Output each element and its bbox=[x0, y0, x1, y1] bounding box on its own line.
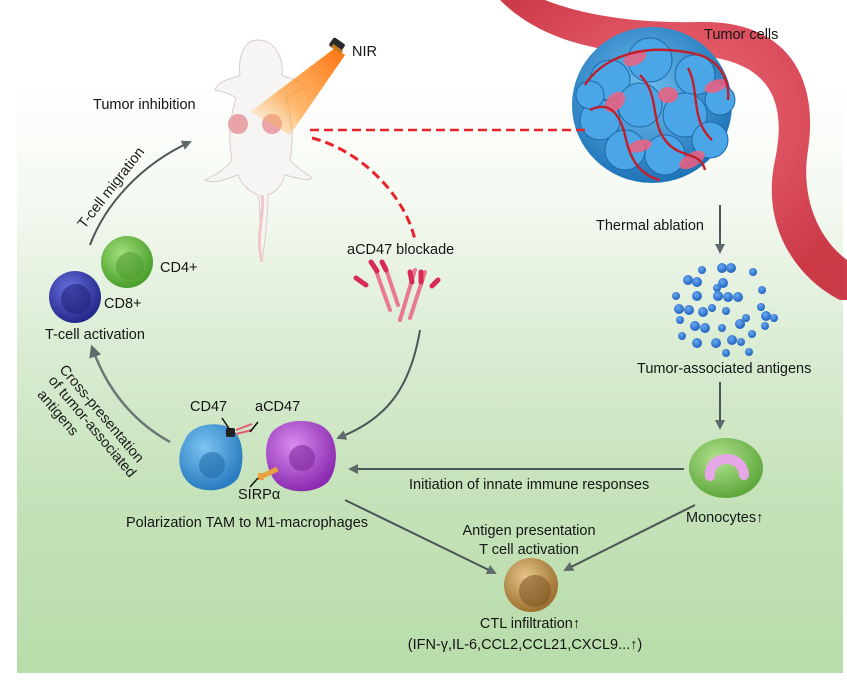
cd8-cell-icon bbox=[49, 271, 101, 323]
sirpa-label: SIRPα bbox=[238, 487, 281, 503]
cd4-cell-icon bbox=[101, 236, 153, 288]
sirpa-receptor-icon bbox=[258, 466, 279, 480]
arrow-blockade-to-macrophage bbox=[336, 329, 421, 440]
thermal-ablation-label: Thermal ablation bbox=[596, 218, 704, 234]
arrow-monocyte-to-ctl bbox=[563, 504, 696, 571]
cd47-label: CD47 bbox=[190, 399, 228, 415]
tumor-inhibition-label: Tumor inhibition bbox=[93, 97, 196, 113]
polarization-label: Polarization TAM to M1-macrophages bbox=[126, 515, 369, 531]
sirpa-pointer bbox=[249, 477, 259, 488]
cd8-label: CD8+ bbox=[104, 296, 142, 312]
cd47-receptor-icon bbox=[226, 428, 235, 437]
tam-cell-icon bbox=[179, 424, 243, 491]
t-cell-activation-label: T-cell activation bbox=[45, 327, 145, 343]
nir-label: NIR bbox=[352, 44, 377, 60]
monocyte-cell-icon bbox=[689, 438, 763, 498]
arrow-cross-presentation bbox=[89, 344, 171, 444]
tumor-cells-label: Tumor cells bbox=[704, 27, 779, 43]
nir-laser-icon bbox=[329, 37, 345, 55]
t-cell-activation-2-label: T cell activation bbox=[479, 542, 579, 558]
antigen-cluster-icon bbox=[672, 263, 778, 357]
dashed-link-mouse-to-antibody bbox=[311, 136, 417, 241]
nir-beam bbox=[250, 48, 345, 135]
ctl-infiltration-label: CTL infiltration↑ bbox=[479, 616, 581, 632]
monocytes-label: Monocytes↑ bbox=[686, 510, 764, 526]
cd47-pointer bbox=[221, 417, 231, 431]
acd47-antibody-icon bbox=[353, 259, 441, 322]
acd47-bound-icon bbox=[235, 423, 253, 435]
cd4-label: CD4+ bbox=[160, 260, 198, 276]
acd47-pointer bbox=[249, 421, 259, 433]
m1-macrophage-icon bbox=[266, 420, 336, 492]
blood-vessel bbox=[500, 0, 847, 300]
ctl-cell-icon bbox=[504, 558, 558, 612]
cytokines-label: (IFN-γ,IL-6,CCL2,CCL21,CXCL9...↑) bbox=[407, 637, 643, 653]
mouse-icon bbox=[203, 39, 313, 263]
acd47-label: aCD47 bbox=[255, 399, 301, 415]
arrow-t-cell-migration bbox=[89, 140, 192, 246]
tumor-associated-antigens-label: Tumor-associated antigens bbox=[637, 361, 812, 377]
tumor-mass-icon bbox=[572, 27, 736, 183]
innate-immune-label: Initiation of innate immune responses bbox=[409, 477, 650, 493]
antigen-presentation-label: Antigen presentation bbox=[462, 523, 596, 539]
acd47-blockade-label: aCD47 blockade bbox=[347, 242, 455, 258]
arrow-macrophage-to-ctl bbox=[344, 499, 497, 574]
